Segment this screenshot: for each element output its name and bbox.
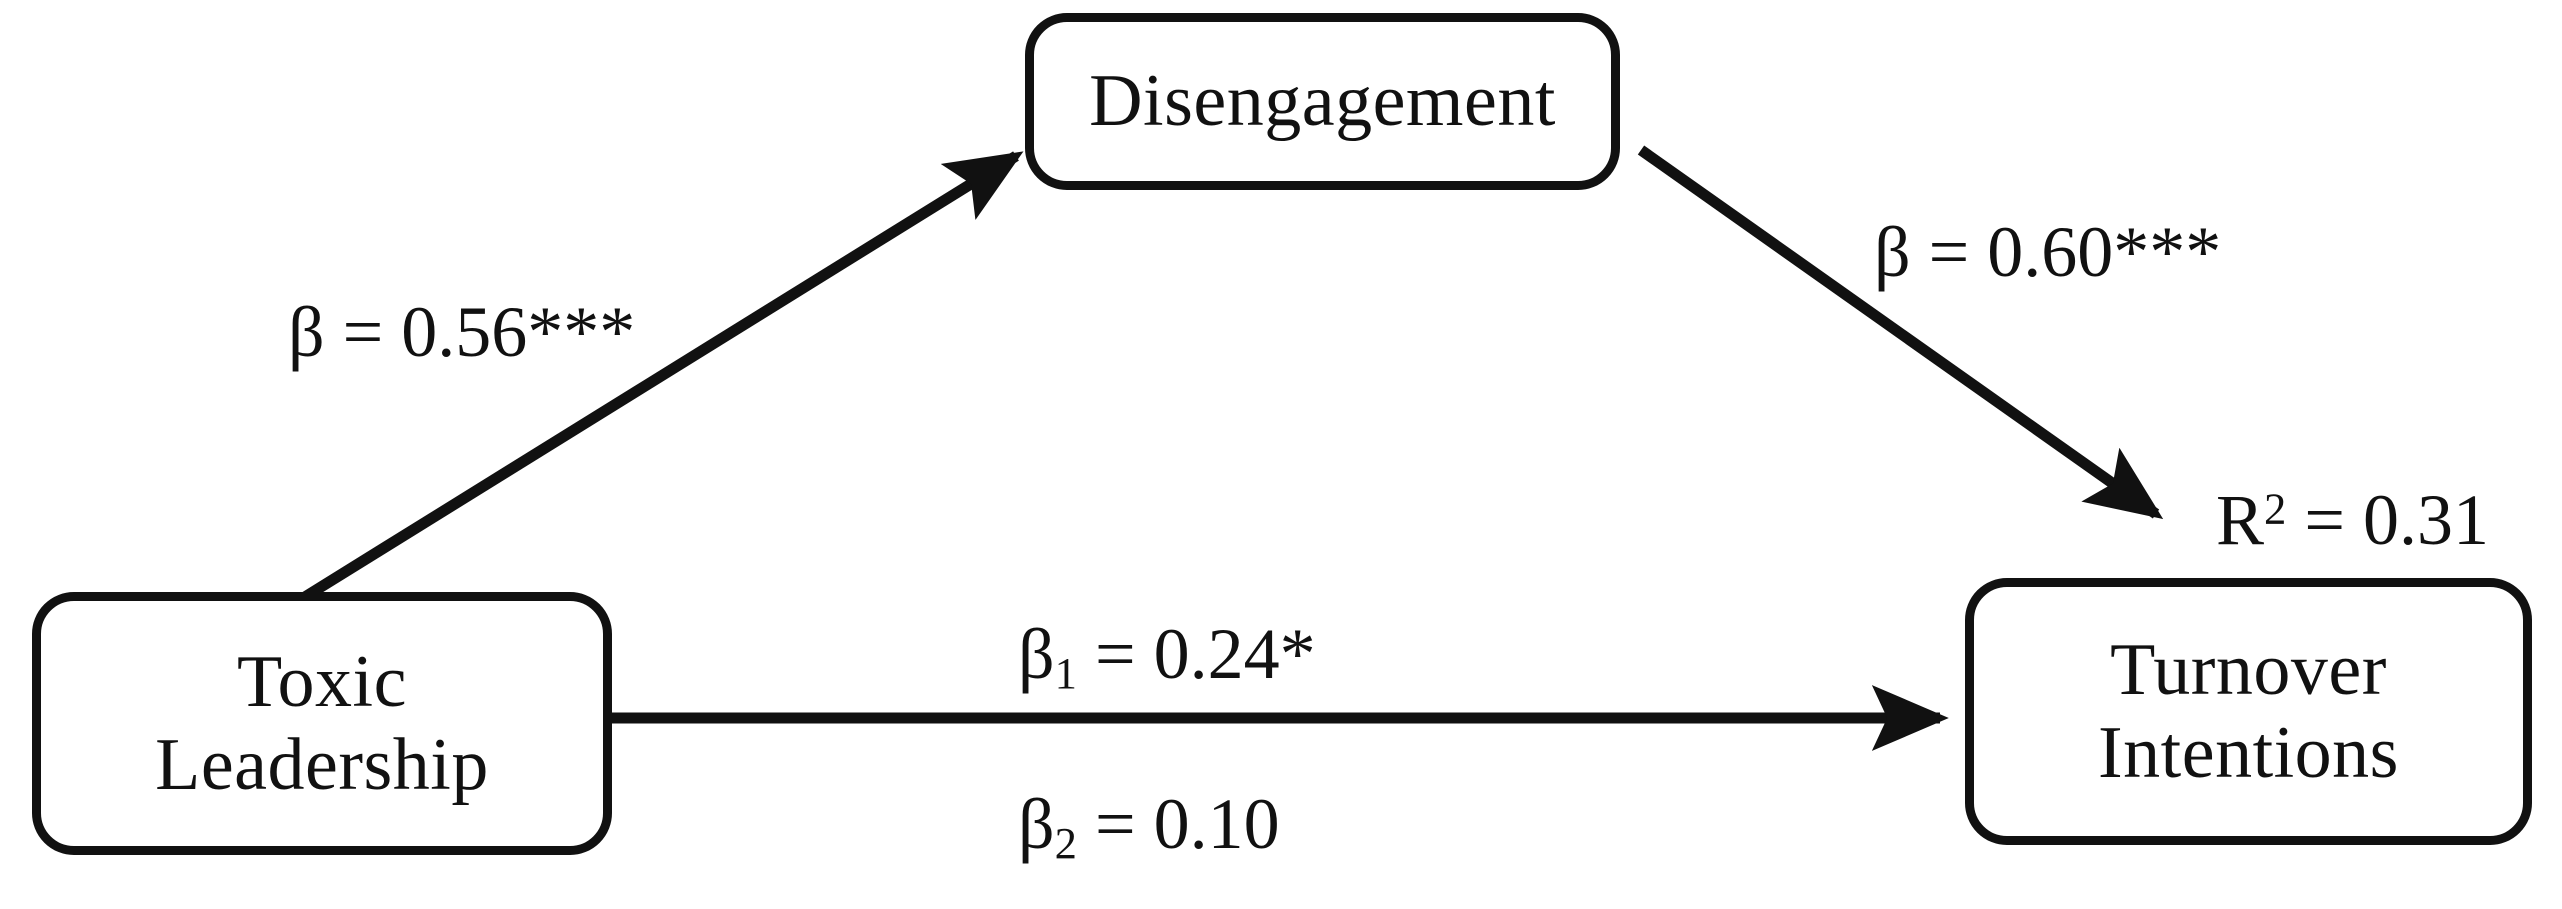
node-turnover-intentions-line-1: Turnover [2110,628,2387,711]
edge-label-a-equals: = [342,292,384,372]
node-disengagement-line-1: Disengagement [1089,60,1556,143]
edge-label-c1-equals: = [1094,614,1136,694]
edge-label-a-path: β = 0.56*** [288,296,635,368]
r-squared-superscript: 2 [2264,483,2287,534]
r-squared-equals: = [2304,480,2345,560]
edge-label-c2-coefficient: 0.10 [1153,784,1280,864]
node-turnover-intentions-line-2: Intentions [2098,711,2399,794]
edge-arrow-a-path [297,151,1024,605]
edge-label-b-equals: = [1928,212,1970,292]
r-squared-label: R2 = 0.31 [2216,484,2489,556]
edge-label-a-symbol: β [288,292,325,372]
edge-label-c1-coefficient: 0.24 [1153,614,1280,694]
r-squared-symbol: R [2216,480,2265,560]
edge-arrow-b-path [1637,145,2164,520]
edge-label-b-significance: *** [2113,212,2222,292]
node-disengagement[interactable]: Disengagement [1025,13,1620,190]
node-turnover-intentions[interactable]: Turnover Intentions [1965,578,2532,845]
edge-label-b-coefficient: 0.60 [1987,212,2114,292]
node-toxic-leadership-line-2: Leadership [155,723,489,806]
edge-label-c1-subscript: 1 [1054,647,1077,698]
node-toxic-leadership-line-1: Toxic [237,640,407,723]
edge-label-c2-subscript: 2 [1054,817,1077,868]
node-toxic-leadership[interactable]: Toxic Leadership [32,592,612,855]
edge-label-b-symbol: β [1874,212,1911,292]
edge-label-c1-path: β1 = 0.24* [1018,618,1316,695]
edge-label-a-significance: *** [527,292,636,372]
edge-label-c2-path: β2 = 0.10 [1018,788,1280,865]
edge-label-b-path: β = 0.60*** [1874,216,2221,288]
edge-label-c1-symbol: β [1018,614,1055,694]
edge-label-c2-symbol: β [1018,784,1055,864]
edge-label-c2-equals: = [1094,784,1136,864]
r-squared-value: 0.31 [2362,480,2489,560]
edge-label-a-coefficient: 0.56 [401,292,528,372]
edge-label-c1-significance: * [1279,614,1316,694]
